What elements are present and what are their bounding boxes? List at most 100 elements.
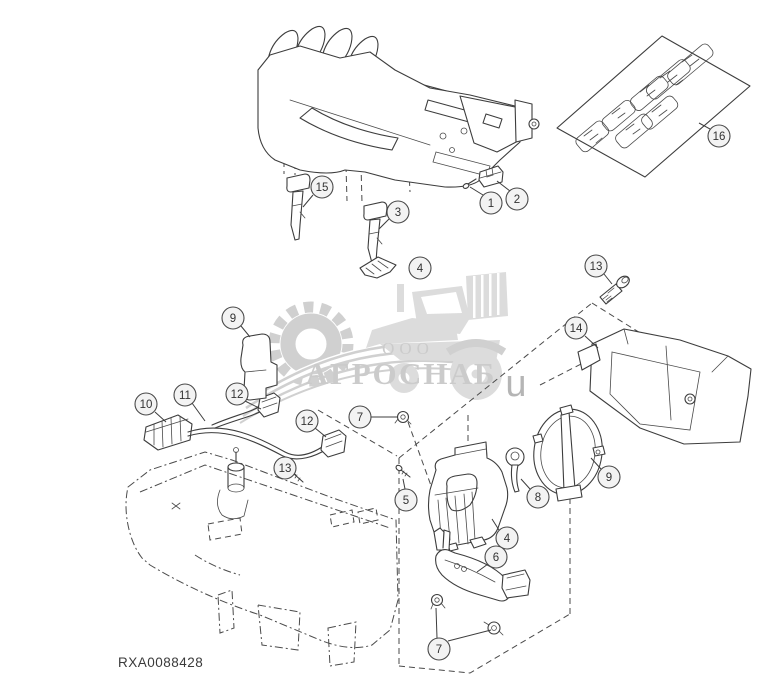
callout-13: 13 [584, 254, 613, 285]
lever-3 [363, 201, 388, 264]
callout-circle [597, 465, 621, 489]
callout-leader-line [476, 563, 489, 573]
callout-leader-line [496, 180, 511, 192]
callout-circle [295, 409, 319, 433]
callout-circle [584, 254, 608, 278]
callout-leader-line [314, 427, 327, 438]
callout-circle [225, 382, 249, 406]
callout-leader-line [603, 273, 613, 285]
connector-10 [143, 414, 193, 451]
key-8 [505, 447, 525, 493]
grip-phantom-under-lever [359, 256, 397, 279]
callout-7: 7 [348, 405, 397, 429]
callout-leader-line [435, 607, 438, 639]
callout-4: 4 [491, 518, 519, 550]
callout-leader-line [154, 411, 167, 423]
callout-6: 6 [476, 545, 508, 573]
callout-circle [134, 392, 158, 416]
callout-circle [386, 200, 410, 224]
lever-15 [286, 173, 311, 241]
callout-1: 1 [469, 186, 503, 215]
callout-number: 9 [230, 313, 236, 325]
callout-3: 3 [378, 200, 410, 230]
callout-leader-line [584, 335, 599, 349]
callout-number: 11 [179, 390, 191, 402]
callout-number: 5 [403, 495, 409, 507]
callout-leader-line [244, 400, 262, 410]
decal-sheet-16 [556, 35, 751, 178]
callout-11: 11 [173, 383, 206, 422]
pot-9-right [532, 404, 606, 502]
callout-leader-line [402, 478, 406, 490]
callout-number: 4 [417, 263, 424, 275]
callout-circle [505, 187, 529, 211]
callout-number: 7 [357, 412, 363, 424]
sensor-9-left [240, 333, 278, 401]
callout-leader-line [520, 478, 531, 490]
handle-6 [433, 527, 531, 602]
callout-circle [526, 485, 550, 509]
clip-7-b [430, 593, 446, 610]
callout-number: 6 [493, 552, 499, 564]
callout-leader-line [447, 629, 492, 642]
callout-circle [394, 488, 418, 512]
console-pod [125, 447, 399, 667]
callout-number: 12 [301, 416, 314, 428]
watermark-org-prefix: ООО [382, 339, 434, 358]
callout-leader-line [378, 218, 390, 230]
callout-13: 13 [273, 456, 297, 480]
callout-leader-line [191, 402, 206, 422]
connector-12-a [257, 392, 281, 418]
drawing-number: RXA0088428 [118, 655, 203, 670]
console-assembly [257, 25, 540, 188]
callout-circle [707, 124, 731, 148]
callout-circle [273, 456, 297, 480]
wiring-harness [143, 392, 347, 483]
callout-8: 8 [520, 478, 550, 509]
callout-number: 7 [436, 644, 442, 656]
pod-cylinder [217, 447, 249, 520]
clip-7-c [483, 621, 504, 636]
callout-number: 10 [140, 399, 153, 411]
callout-number: 9 [606, 472, 612, 484]
callout-number: 13 [590, 261, 603, 273]
callout-circle [173, 383, 197, 407]
callout-number: 4 [504, 533, 511, 545]
grip-4 [427, 441, 509, 552]
callout-circle [408, 256, 432, 280]
callout-circle [495, 526, 519, 550]
callout-leader-line [491, 518, 500, 531]
callout-15: 15 [302, 175, 334, 208]
callout-leader-line [302, 194, 314, 208]
watermark: ООО АГРОСНАБ u [239, 272, 527, 424]
callout-number: 15 [316, 182, 329, 194]
callout-14: 14 [564, 316, 599, 349]
callout-number: 16 [713, 131, 726, 143]
callout-number: 14 [570, 323, 583, 335]
connector-block-2 [478, 165, 504, 188]
connector-12-b [320, 429, 347, 458]
watermark-org-name: АГРОСНАБ [306, 356, 497, 391]
callout-leader-line [590, 457, 602, 470]
callout-10: 10 [134, 392, 167, 423]
clip-7-a [394, 410, 412, 425]
callout-number: 8 [535, 492, 541, 504]
callout-circle [310, 175, 334, 199]
callout-leader-line [698, 122, 711, 130]
callout-9: 9 [221, 306, 251, 338]
callout-number: 13 [279, 463, 292, 475]
callout-16: 16 [698, 122, 731, 148]
callout-circle [348, 405, 372, 429]
callout-5: 5 [394, 478, 418, 512]
screw-13-right [599, 275, 630, 305]
cover-14 [577, 328, 752, 445]
callout-circle [484, 545, 508, 569]
callout-2: 2 [496, 180, 529, 211]
callout-number: 3 [395, 207, 401, 219]
screw-5 [395, 464, 411, 478]
callout-12: 12 [295, 409, 327, 438]
callout-leader-line [469, 186, 484, 196]
